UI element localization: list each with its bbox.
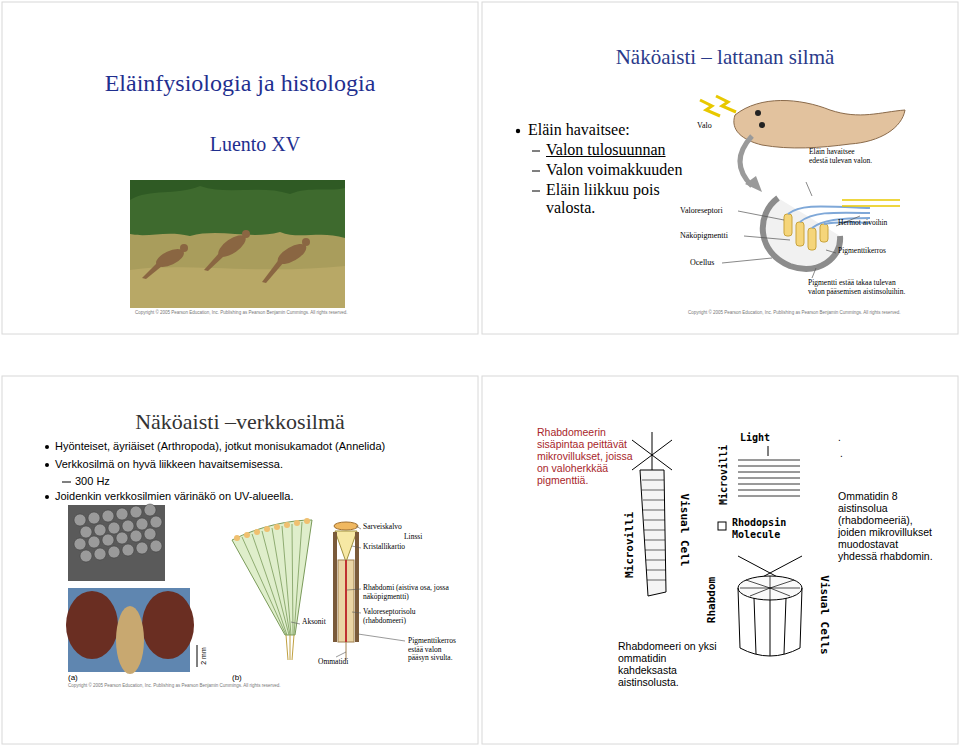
- figure-label: Pigmenttikerros estää valon pääsyn sivul…: [408, 637, 464, 663]
- bullet-text: Valon tulosuunnan: [546, 141, 696, 159]
- bullet-text: Verkkosilmä on hyvä liikkeen havaitsemis…: [55, 458, 455, 471]
- slide-panel: Eläinfysiologia ja histologiaLuento XV: [2, 2, 478, 334]
- figure-label: Pigmentti estää takaa tulevan valon pääs…: [808, 279, 912, 296]
- note-text: Rhabdomeeri on yksi ommatidin kahdeksast…: [618, 640, 718, 688]
- slide-panel: Rhabdomeerin sisäpintaa peittävät mikrov…: [482, 376, 958, 744]
- figure-label: Hermot aivoihin: [838, 219, 888, 228]
- ommatidia-fan: [232, 518, 312, 660]
- copyright-note: Copyright © 2005 Pearson Education, Inc.…: [688, 310, 900, 315]
- figure-label: Näköpigmentti: [680, 231, 728, 240]
- bullet-text: Valon voimakkuuden: [546, 161, 696, 179]
- copyright-note: Copyright © 2005 Pearson Education, Inc.…: [135, 310, 347, 315]
- copyright-note: Copyright © 2005 Pearson Education, Inc.…: [68, 683, 280, 688]
- scale-bar: [197, 645, 198, 667]
- figure-label: Microvilli: [718, 445, 730, 505]
- figure-label: Eläin havaitsee edestä tulevan valon.: [809, 148, 875, 165]
- bullet-text: Eläin havaitsee:: [528, 121, 688, 139]
- scale-label: 2 mm: [200, 647, 208, 665]
- figure-label: Pigmenttikerros: [838, 247, 900, 256]
- figure-label: Rhabdom: [706, 577, 719, 623]
- slide-title: Näköaisti – lattanan silmä: [560, 45, 890, 69]
- slide-title: Eläinfysiologia ja histologia: [60, 70, 420, 98]
- note-text: Ommatidin 8 aistinsolua (rhabdomeeriä), …: [838, 490, 938, 562]
- bullet-dot: [516, 129, 520, 133]
- note-text: Rhabdomeerin sisäpintaa peittävät mikrov…: [537, 426, 633, 486]
- slide-frame: [482, 376, 958, 744]
- figure-label: Rhodopsin Molecule: [732, 517, 812, 540]
- bullet-text: Eläin liikkuu pois valosta.: [546, 181, 678, 218]
- panel-letter: (a): [68, 673, 78, 682]
- slide-subtitle: Luento XV: [160, 133, 350, 156]
- figure-label: Rhabdomi (aistiva osa, jossa näköpigment…: [363, 584, 455, 601]
- dash-mark: [62, 482, 71, 483]
- slide-frame: [482, 2, 958, 334]
- figure-label: Ommatidi: [318, 658, 348, 667]
- figure-label: Visual Cells: [818, 575, 831, 654]
- bullet-text: 300 Hz: [75, 475, 275, 488]
- dash-marks: [532, 151, 540, 191]
- figure-label: Valoreseptori: [680, 206, 723, 215]
- figure-label: Valoreseptorisolu (rhabdomeeri): [363, 608, 447, 625]
- slide-frame: [2, 2, 478, 334]
- figure-label: Aksonit: [302, 618, 326, 627]
- figure-label: .: [840, 448, 843, 460]
- figure-label: Linssi: [404, 533, 422, 542]
- bullet-dots: [45, 445, 49, 499]
- slide-title: Näköaisti –verkkosilmä: [40, 409, 440, 434]
- planarian-figure: [700, 96, 905, 278]
- microvilli-figure: [632, 432, 802, 656]
- bullet-text: Joidenkin verkkosilmien värinäkö on UV-a…: [55, 490, 455, 503]
- figure-label: Light: [740, 432, 770, 444]
- bullet-text: Hyönteiset, äyriäiset (Arthropoda), jotk…: [55, 440, 473, 453]
- figure-label: Valo: [697, 121, 712, 130]
- panel-letter: (b): [232, 673, 242, 682]
- figure-label: Ocellus: [690, 258, 714, 267]
- figure-label: Visual Cell: [678, 494, 691, 567]
- eye-photos: [66, 504, 197, 674]
- slide-panel: Näköaisti –verkkosilmäHyönteiset, äyriäi…: [2, 376, 478, 744]
- figure-label: .: [838, 432, 841, 444]
- slide-frame: [2, 376, 478, 744]
- kangaroo-photo: [130, 180, 345, 308]
- figure-label: Microvilli: [624, 512, 637, 578]
- figure-label: Kristallikartio: [363, 543, 413, 552]
- figure-label: Sarveiskalvo: [363, 523, 402, 532]
